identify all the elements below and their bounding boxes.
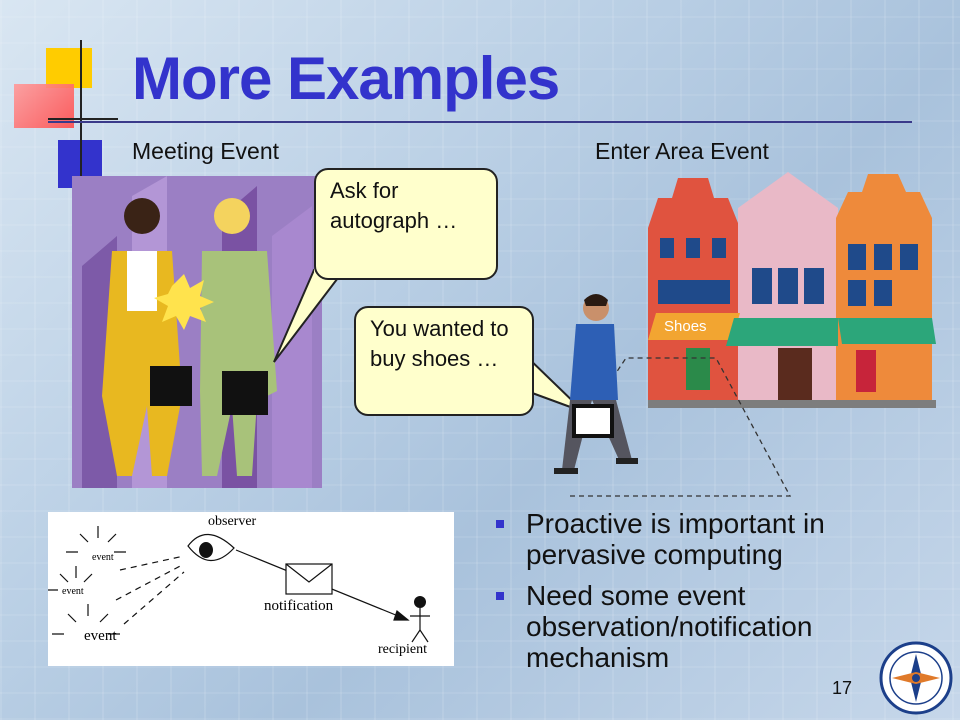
shoes-shop-sign: Shoes: [664, 318, 707, 335]
slide-title: More Examples: [132, 45, 560, 112]
shopping-street-illustration: [648, 172, 936, 408]
shoes-speech-bubble: You wanted to buy shoes …: [354, 306, 534, 416]
bullet-square-icon: [496, 592, 504, 600]
handshake-illustration: [72, 176, 322, 488]
diagram-event-label: event: [84, 628, 117, 644]
diagram-notification-label: notification: [264, 598, 334, 614]
meeting-event-label: Meeting Event: [132, 138, 280, 164]
walking-businessman-illustration: [554, 294, 638, 474]
bullet-item: Proactive is important in pervasive comp…: [492, 508, 912, 570]
enter-area-event-label: Enter Area Event: [595, 138, 769, 164]
bullet-item: Need some event observation/notification…: [492, 580, 912, 673]
diagram-observer-label: observer: [208, 514, 257, 529]
bullet-list: Proactive is important in pervasive comp…: [492, 508, 912, 683]
title-divider: [48, 121, 912, 123]
bullet-square-icon: [496, 520, 504, 528]
page-number: 17: [832, 678, 853, 698]
area-boundary-dashed: [569, 357, 792, 497]
diagram-event-label: event: [92, 552, 114, 563]
autograph-speech-bubble: Ask for autograph …: [314, 168, 498, 280]
event-notification-diagram: [48, 512, 454, 666]
diagram-recipient-label: recipient: [378, 642, 427, 657]
bubble-tail-autograph: [273, 269, 347, 363]
decorative-squares: [12, 40, 122, 190]
diagram-event-label: event: [62, 586, 84, 597]
university-seal-logo: [879, 641, 953, 715]
